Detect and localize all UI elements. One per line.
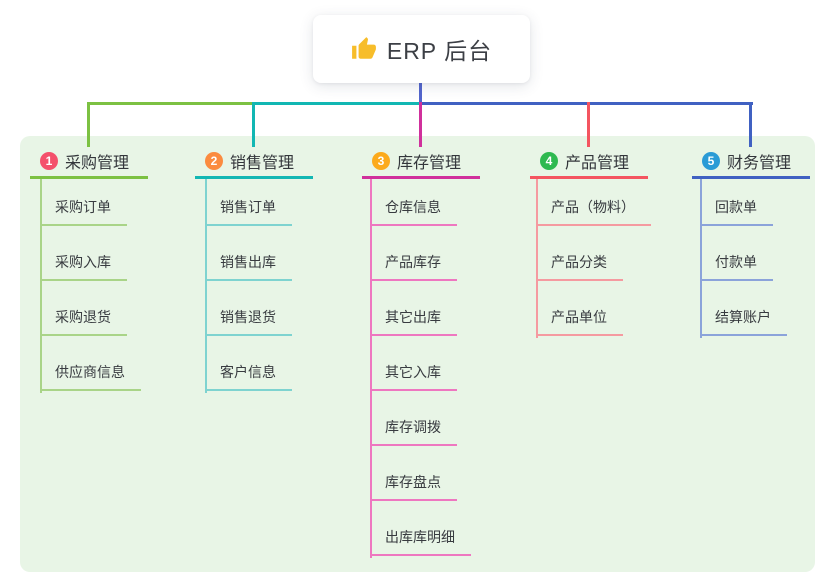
- branch-2-label: 销售管理: [230, 155, 295, 172]
- child-node-1-2[interactable]: 采购入库: [40, 249, 127, 281]
- branch-5-drop-line: [749, 102, 752, 147]
- child-node-label: 付款单: [715, 254, 757, 270]
- branch-3-header[interactable]: 3 库存管理: [362, 146, 480, 179]
- child-node-3-1[interactable]: 仓库信息: [370, 194, 457, 226]
- child-node-label: 客户信息: [220, 364, 276, 380]
- branch-1-header[interactable]: 1 采购管理: [30, 146, 148, 179]
- child-node-label: 采购入库: [55, 254, 111, 270]
- child-node-3-7[interactable]: 出库库明细: [370, 524, 471, 556]
- child-node-4-3[interactable]: 产品单位: [536, 304, 623, 336]
- bus-segment-teal: [253, 102, 420, 105]
- child-node-1-3[interactable]: 采购退货: [40, 304, 127, 336]
- branch-5-spine-line: [700, 179, 702, 338]
- branch-3-drop-line: [419, 102, 422, 147]
- branch-4-number-badge: 4: [540, 152, 558, 170]
- child-node-2-4[interactable]: 客户信息: [205, 359, 292, 391]
- branch-3-label: 库存管理: [397, 155, 462, 172]
- child-node-3-6[interactable]: 库存盘点: [370, 469, 457, 501]
- child-node-label: 产品单位: [551, 309, 607, 325]
- child-node-1-4[interactable]: 供应商信息: [40, 359, 141, 391]
- child-node-label: 采购退货: [55, 309, 111, 325]
- branch-4-spine-line: [536, 179, 538, 338]
- child-node-4-1[interactable]: 产品（物料）: [536, 194, 651, 226]
- child-node-label: 其它入库: [385, 364, 441, 380]
- child-node-label: 供应商信息: [55, 364, 125, 380]
- child-node-5-2[interactable]: 付款单: [700, 249, 773, 281]
- child-node-1-1[interactable]: 采购订单: [40, 194, 127, 226]
- child-node-label: 出库库明细: [385, 529, 455, 545]
- child-node-5-3[interactable]: 结算账户: [700, 304, 787, 336]
- child-node-3-2[interactable]: 产品库存: [370, 249, 457, 281]
- branch-5-label: 财务管理: [727, 155, 792, 172]
- branch-4-header[interactable]: 4 产品管理: [530, 146, 648, 179]
- child-node-label: 结算账户: [715, 309, 771, 325]
- child-node-2-1[interactable]: 销售订单: [205, 194, 292, 226]
- child-node-label: 仓库信息: [385, 199, 441, 215]
- child-node-label: 库存盘点: [385, 474, 441, 490]
- child-node-3-3[interactable]: 其它出库: [370, 304, 457, 336]
- child-node-label: 销售出库: [220, 254, 276, 270]
- branch-1-label: 采购管理: [65, 155, 130, 172]
- root-node[interactable]: ERP 后台: [313, 15, 530, 83]
- child-node-label: 产品（物料）: [551, 199, 635, 215]
- child-node-4-2[interactable]: 产品分类: [536, 249, 623, 281]
- branch-3-spine-line: [370, 179, 372, 558]
- branch-2-number-badge: 2: [205, 152, 223, 170]
- branch-5-number-badge: 5: [702, 152, 720, 170]
- child-node-label: 回款单: [715, 199, 757, 215]
- branch-2-drop-line: [252, 102, 255, 147]
- branch-4-drop-line: [587, 102, 590, 147]
- child-node-label: 其它出库: [385, 309, 441, 325]
- bus-segment-blue: [420, 102, 753, 105]
- branch-1-drop-line: [87, 102, 90, 147]
- child-node-label: 库存调拨: [385, 419, 441, 435]
- child-node-5-1[interactable]: 回款单: [700, 194, 773, 226]
- branch-2-spine-line: [205, 179, 207, 393]
- root-label: ERP 后台: [386, 38, 493, 64]
- child-node-label: 产品分类: [551, 254, 607, 270]
- branch-4-label: 产品管理: [565, 155, 630, 172]
- thumbs-up-icon: [351, 37, 376, 59]
- bus-segment-green: [88, 102, 253, 105]
- child-node-3-4[interactable]: 其它入库: [370, 359, 457, 391]
- root-connector-line: [419, 83, 422, 104]
- child-node-2-3[interactable]: 销售退货: [205, 304, 292, 336]
- branch-3-number-badge: 3: [372, 152, 390, 170]
- branch-1-number-badge: 1: [40, 152, 58, 170]
- child-node-3-5[interactable]: 库存调拨: [370, 414, 457, 446]
- child-node-label: 销售退货: [220, 309, 276, 325]
- child-node-label: 采购订单: [55, 199, 111, 215]
- branch-5-header[interactable]: 5 财务管理: [692, 146, 810, 179]
- branch-1-spine-line: [40, 179, 42, 393]
- child-node-label: 销售订单: [220, 199, 276, 215]
- child-node-label: 产品库存: [385, 254, 441, 270]
- child-node-2-2[interactable]: 销售出库: [205, 249, 292, 281]
- branch-2-header[interactable]: 2 销售管理: [195, 146, 313, 179]
